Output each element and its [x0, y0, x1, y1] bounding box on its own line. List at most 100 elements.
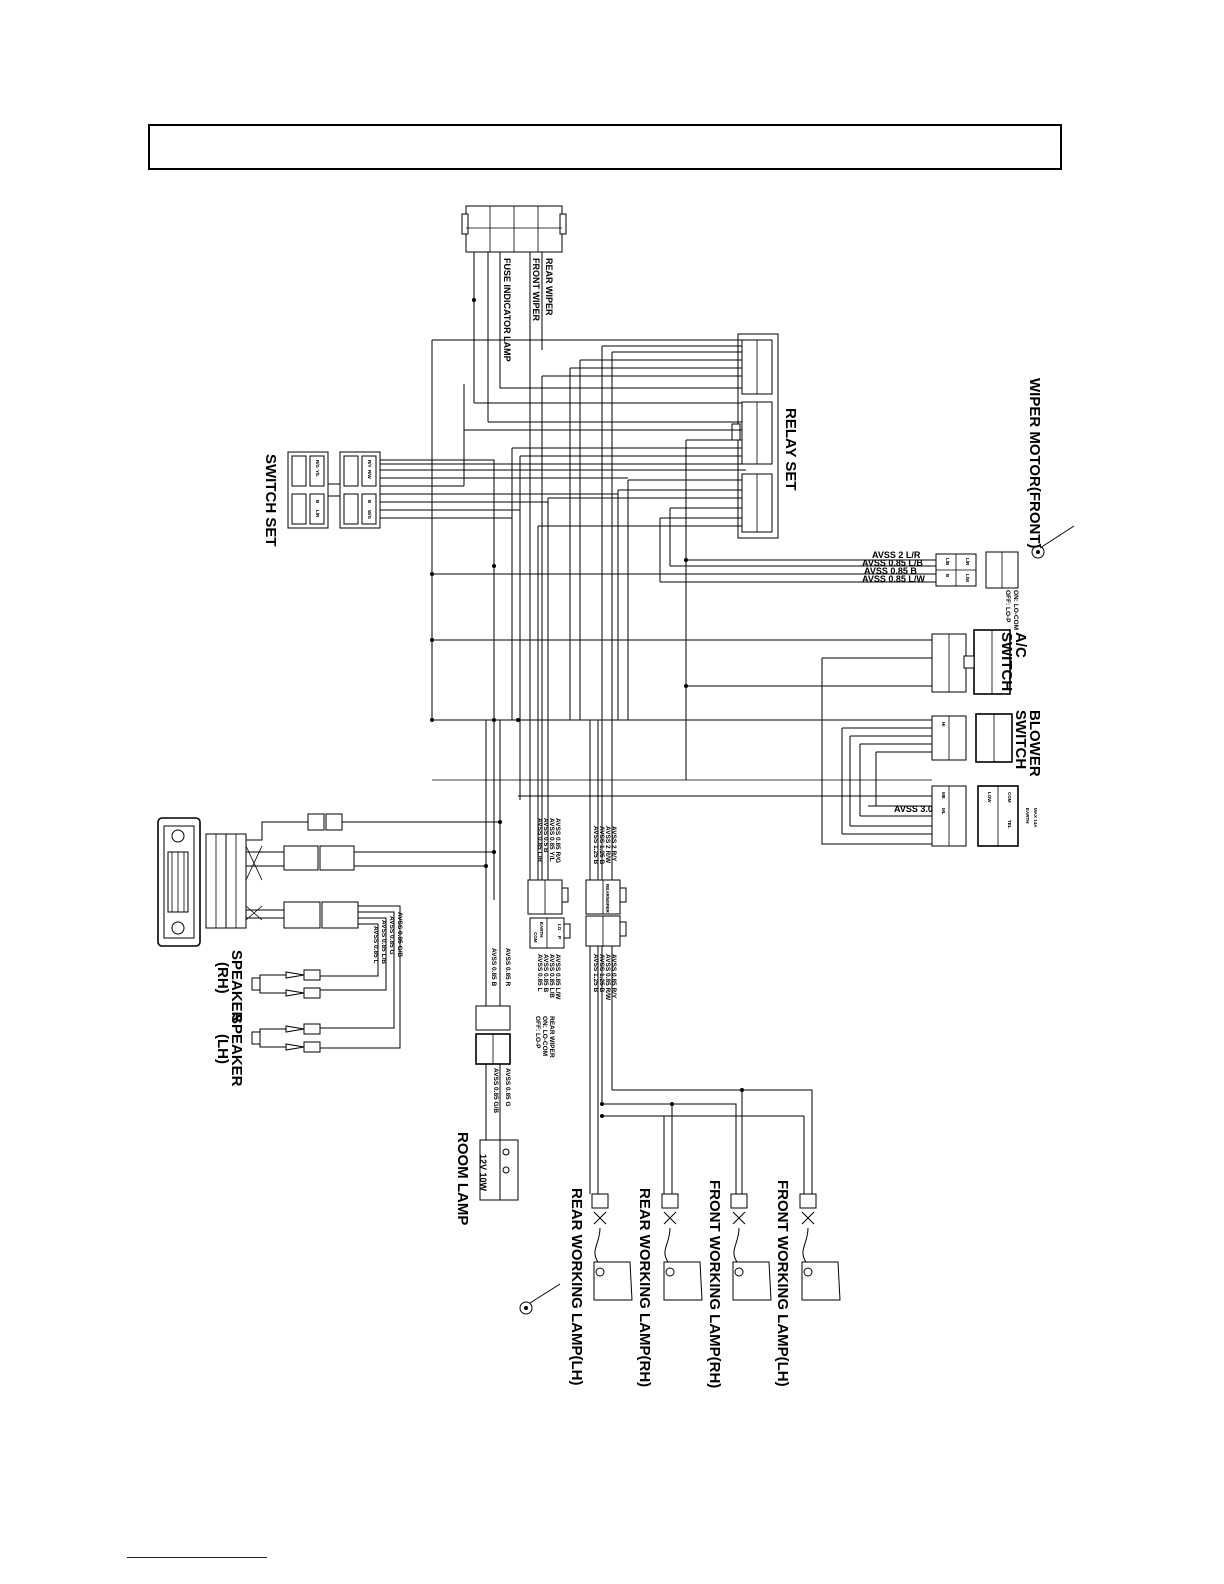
top-label-fuse-indicator-lamp: FUSE INDICATOR LAMP: [502, 258, 512, 362]
switch-set-label: SWITCH SET: [262, 454, 279, 547]
wiper-front-note-on: ON: LO-COM: [1012, 590, 1019, 630]
front-working-lamp-rh: [730, 1193, 772, 1301]
rear-working-lamp-lh-label: REAR WORKING LAMP(LH): [568, 1188, 585, 1385]
tag-earth: EARTH: [539, 922, 544, 938]
switch-pin-5: R/Y: [367, 460, 372, 468]
speaker-rh: [251, 969, 321, 999]
wiper-front-note-off: OFF: LO-P: [1004, 590, 1011, 623]
top-label-front-wiper: FRONT WIPER: [531, 258, 541, 321]
speaker-lh-label-2: (LH): [214, 1034, 231, 1064]
speaker-rh-label-1: SPEAKER: [228, 950, 245, 1023]
wiper-front-wire-3: AVSS 0.85 B: [864, 566, 917, 576]
switch-pin-2: Y/L: [315, 470, 320, 477]
tag-lr: L/R: [965, 558, 970, 566]
speaker-wire-1: AVSS 0.85 G/B: [396, 912, 403, 957]
speaker-lh-label-1: SPEAKER: [228, 1014, 245, 1087]
front-working-lamp-lh-label: FRONT WORKING LAMP(LH): [774, 1180, 791, 1387]
top-connector: [461, 205, 567, 253]
tag-lb: L/B: [945, 558, 950, 566]
room-lamp-label: ROOM LAMP: [454, 1132, 471, 1225]
switch-pin-4: L/R: [315, 510, 320, 518]
blower-switch: [931, 713, 1019, 847]
rear-working-lamp-rh-label: REAR WORKING LAMP(RH): [636, 1188, 653, 1387]
harness-left-upper-2: AVSS 0.85 Y/L: [548, 818, 555, 862]
speaker-wire-3: AVSS 0.85 L/B: [380, 920, 387, 964]
speaker-rh-label-2: (RH): [214, 962, 231, 994]
tag-lo: LO: [557, 924, 562, 931]
harness-left-lower-2: AVSS 0.85 L/B: [548, 954, 555, 998]
blower-wire-label: AVSS 3.0: [894, 804, 933, 814]
harness-right-upper-3: AVSS 1.25 B: [598, 826, 605, 864]
radio-unit: [157, 817, 201, 947]
speaker-wire-2: AVSS 0.85 G: [388, 916, 395, 955]
rear-wiper-conn-tag: REAR/WIPER: [605, 884, 610, 914]
tag-low: LOW: [987, 792, 992, 803]
ac-switch: [931, 629, 1011, 695]
tag-com2: COM: [1007, 792, 1012, 803]
rear-wiper-note-off: OFF: LO-P: [534, 1016, 541, 1049]
rear-wiper-note-title: REAR WIPER: [548, 1016, 555, 1058]
title-frame: [148, 124, 1062, 170]
harness-right-upper-4: AVSS 1.25 B: [592, 826, 599, 864]
blower-earth-label: EARTH: [1025, 808, 1030, 824]
switch-set-wires: [380, 459, 746, 519]
front-working-lamp-rh-label: FRONT WORKING LAMP(RH): [706, 1180, 723, 1388]
relay-set: [731, 333, 779, 539]
blower-max-label: MAX 14A: [1033, 808, 1038, 828]
switch-pin-7: B: [367, 500, 372, 504]
harness-right-upper-2: AVSS 2 R/W: [604, 826, 611, 864]
front-working-lamp-lh: [799, 1193, 841, 1301]
tag-hi: HI: [941, 722, 946, 727]
harness-right-lower-4: AVSS 1.25 B: [592, 954, 599, 992]
harness-left-lower-4: AVSS 0.85 L: [536, 954, 543, 991]
radio-connectors: [205, 833, 263, 929]
top-connector-wires: [472, 252, 543, 422]
blower-wires: [430, 658, 932, 845]
blower-switch-label-1: BLOWER: [1026, 710, 1043, 777]
relay-set-label: RELAY SET: [782, 408, 799, 491]
switch-pin-3: B: [315, 500, 320, 504]
switch-pin-1: R/G: [315, 460, 320, 469]
room-lamp: [475, 1005, 519, 1201]
radio-wires: [246, 813, 502, 1049]
harness-left-lower-3: AVSS 0.85 B: [542, 954, 549, 992]
wiper-front-wire-4: AVSS 0.85 L/W: [862, 574, 925, 584]
room-lamp-wire-1: AVSS 0.85 G: [504, 1068, 511, 1107]
harness-right-upper-1: AVSS 2 R/Y: [610, 826, 617, 862]
switch-set: [287, 451, 381, 529]
speaker-lh: [251, 1023, 321, 1053]
top-label-rear-wiper: REAR WIPER: [544, 258, 554, 316]
rear-wiper-note-on: ON: LO-COM: [541, 1016, 548, 1056]
switch-pin-6: R/W: [367, 470, 372, 480]
harness-right-lower-2: AVSS 0.85 R/W: [604, 954, 611, 1001]
ac-switch-label-2: SWITCH: [998, 632, 1015, 691]
main-harness: [431, 340, 932, 1010]
tag-tel: TEL: [1007, 820, 1012, 829]
harness-left-lower-1: AVSS 0.85 L/W: [554, 954, 561, 1000]
tag-me: ME: [941, 792, 946, 799]
tag-p: P: [557, 936, 562, 939]
room-lamp-rating: 12V 10W: [478, 1154, 488, 1192]
speaker-wire-4: AVSS 0.85 L: [372, 926, 379, 963]
ac-switch-label-1: A/C: [1012, 632, 1029, 658]
wiper-front-wire-2: AVSS 0.85 L/B: [862, 558, 923, 568]
mid-connectors: [527, 879, 627, 949]
harness-left-upper-1: AVSS 0.85 R/G: [554, 818, 561, 863]
wiper-motor-front: [935, 525, 1075, 589]
wiper-motor-front-label: WIPER MOTOR(FRONT): [1026, 378, 1043, 549]
tag-lw: L/W: [965, 574, 970, 583]
rear-working-lamp-lh: [591, 1193, 633, 1301]
switch-pin-8: W/G: [367, 510, 372, 519]
tag-ml: ML: [941, 808, 946, 815]
tag-b: B: [945, 574, 950, 578]
ground-symbol-bottom: [519, 1283, 561, 1315]
wiper-front-wire-1: AVSS 2 L/R: [872, 550, 921, 560]
blower-switch-label-2: SWITCH: [1012, 710, 1029, 769]
ac-switch-wires: [430, 638, 932, 688]
working-lamp-wires: [589, 946, 813, 1194]
footer-rule: [127, 1557, 267, 1558]
harness-left-upper-3: AVSS 0.5 B: [542, 818, 549, 853]
harness-right-lower-1: AVSS 0.85 R/Y: [610, 954, 617, 999]
wiper-front-wires: [430, 558, 936, 583]
